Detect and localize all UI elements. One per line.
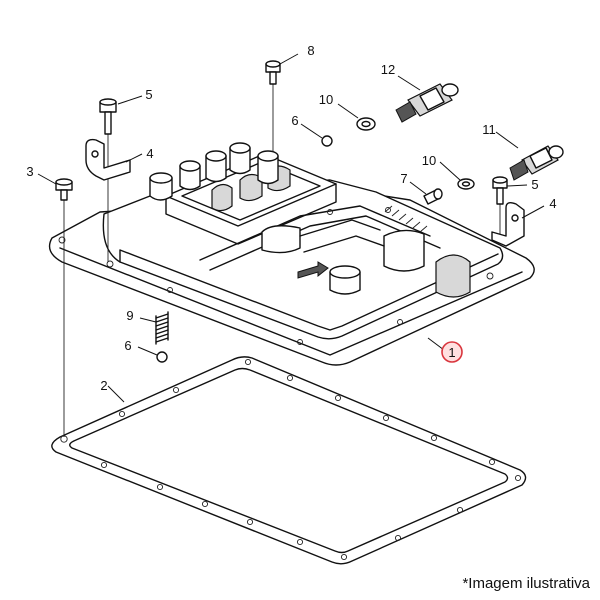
- callout-7: 7: [400, 171, 407, 186]
- callout-1: 1: [448, 345, 455, 360]
- callout-9: 9: [126, 308, 133, 323]
- sensor-11: [509, 145, 564, 181]
- o-ring-10-lower: [457, 178, 475, 190]
- bracket-4-right: [491, 201, 525, 247]
- callout-2: 2: [100, 378, 107, 393]
- bolt-3: [55, 178, 73, 201]
- ball-6-lower: [156, 351, 168, 363]
- leader-lines: [37, 53, 545, 403]
- callout-10-lower: 10: [422, 153, 436, 168]
- arrow-mark: [297, 261, 329, 279]
- spring-9: [155, 311, 169, 345]
- callout-labels: 1 2 3 4 4 5 5 6 6 7 8 9 10 10 11 12: [26, 43, 556, 393]
- pin-7: [423, 188, 443, 205]
- callout-4-left: 4: [146, 146, 153, 161]
- highlight-ring: [441, 341, 463, 363]
- callout-6-lower: 6: [124, 338, 131, 353]
- bracket-4-left: [85, 138, 131, 181]
- ball-6-upper: [321, 135, 333, 147]
- callout-5-right: 5: [531, 177, 538, 192]
- valve-body-pan: [48, 142, 535, 366]
- bolt-8: [265, 60, 281, 85]
- cylinder-bosses: [149, 142, 279, 201]
- caption: *Imagem ilustrativa: [462, 575, 590, 592]
- callout-12: 12: [381, 62, 395, 77]
- callout-6-upper: 6: [291, 113, 298, 128]
- bolt-5-right: [492, 176, 508, 205]
- callout-8: 8: [307, 43, 314, 58]
- callout-3: 3: [26, 164, 33, 179]
- bolt-5-left: [99, 98, 117, 135]
- callout-4-right: 4: [549, 196, 556, 211]
- callout-11: 11: [482, 122, 496, 137]
- gasket: [51, 356, 527, 565]
- callout-10-upper: 10: [319, 92, 333, 107]
- callout-5-left: 5: [145, 87, 152, 102]
- o-ring-10-upper: [356, 117, 376, 131]
- sensor-12: [395, 83, 459, 123]
